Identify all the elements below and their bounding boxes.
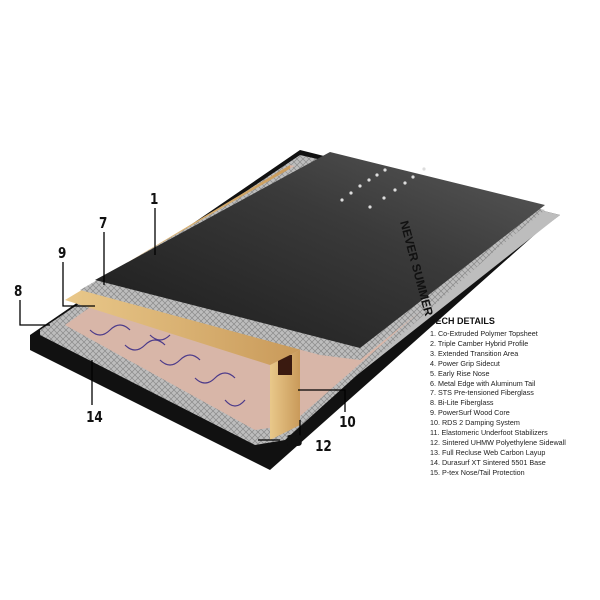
list-item: 2. Triple Camber Hybrid Profile (430, 338, 529, 348)
callout-12: 12 (315, 437, 332, 455)
list-item: 6. Metal Edge with Aluminum Tail (430, 378, 536, 388)
callout-8: 8 (14, 282, 23, 300)
callout-7: 7 (99, 214, 108, 232)
list-item: 10. RDS 2 Damping System (430, 418, 520, 428)
list-item: 5. Early Rise Nose (430, 368, 490, 378)
list-item: 4. Power Grip Sidecut (430, 358, 500, 368)
callout-1: 1 (150, 190, 159, 208)
list-item: 14. Durasurf XT Sintered 5501 Base (430, 457, 546, 467)
callout-9: 9 (58, 244, 67, 262)
list-item: 11. Elastomeric Underfoot Stabilizers (430, 428, 548, 438)
list-item: 7. STS Pre-tensioned Fiberglass (430, 388, 534, 398)
leader-lines (19, 208, 346, 445)
tech-details-title: TECH DETAILS (430, 316, 495, 326)
binding-inserts (340, 167, 426, 209)
list-item: 13. Full Recluse Web Carbon Layup (430, 447, 546, 457)
list-item: 1. Co-Extruded Polymer Topsheet (430, 329, 538, 338)
tech-details-list: 1. Co-Extruded Polymer Topsheet 2. Tripl… (430, 329, 600, 478)
callout-14: 14 (86, 408, 103, 426)
list-item: 12. Sintered UHMW Polyethylene Sidewall (430, 437, 566, 447)
list-item: 8. Bi-Lite Fiberglass (430, 398, 494, 408)
list-item: 3. Extended Transition Area (430, 348, 519, 358)
topsheet (95, 152, 545, 348)
carbon-stringers (89, 324, 246, 407)
tech-details-panel: TECH DETAILS 1. Co-Extruded Polymer Tops… (430, 316, 600, 478)
list-item: 9. PowerSurf Wood Core (430, 408, 510, 418)
damping-insert (278, 355, 292, 375)
list-item: 15. P-tex Nose/Tail Protection (430, 467, 525, 477)
callout-13: 13 (286, 432, 303, 450)
wood-core-side (270, 350, 300, 440)
callout-10: 10 (339, 413, 356, 431)
